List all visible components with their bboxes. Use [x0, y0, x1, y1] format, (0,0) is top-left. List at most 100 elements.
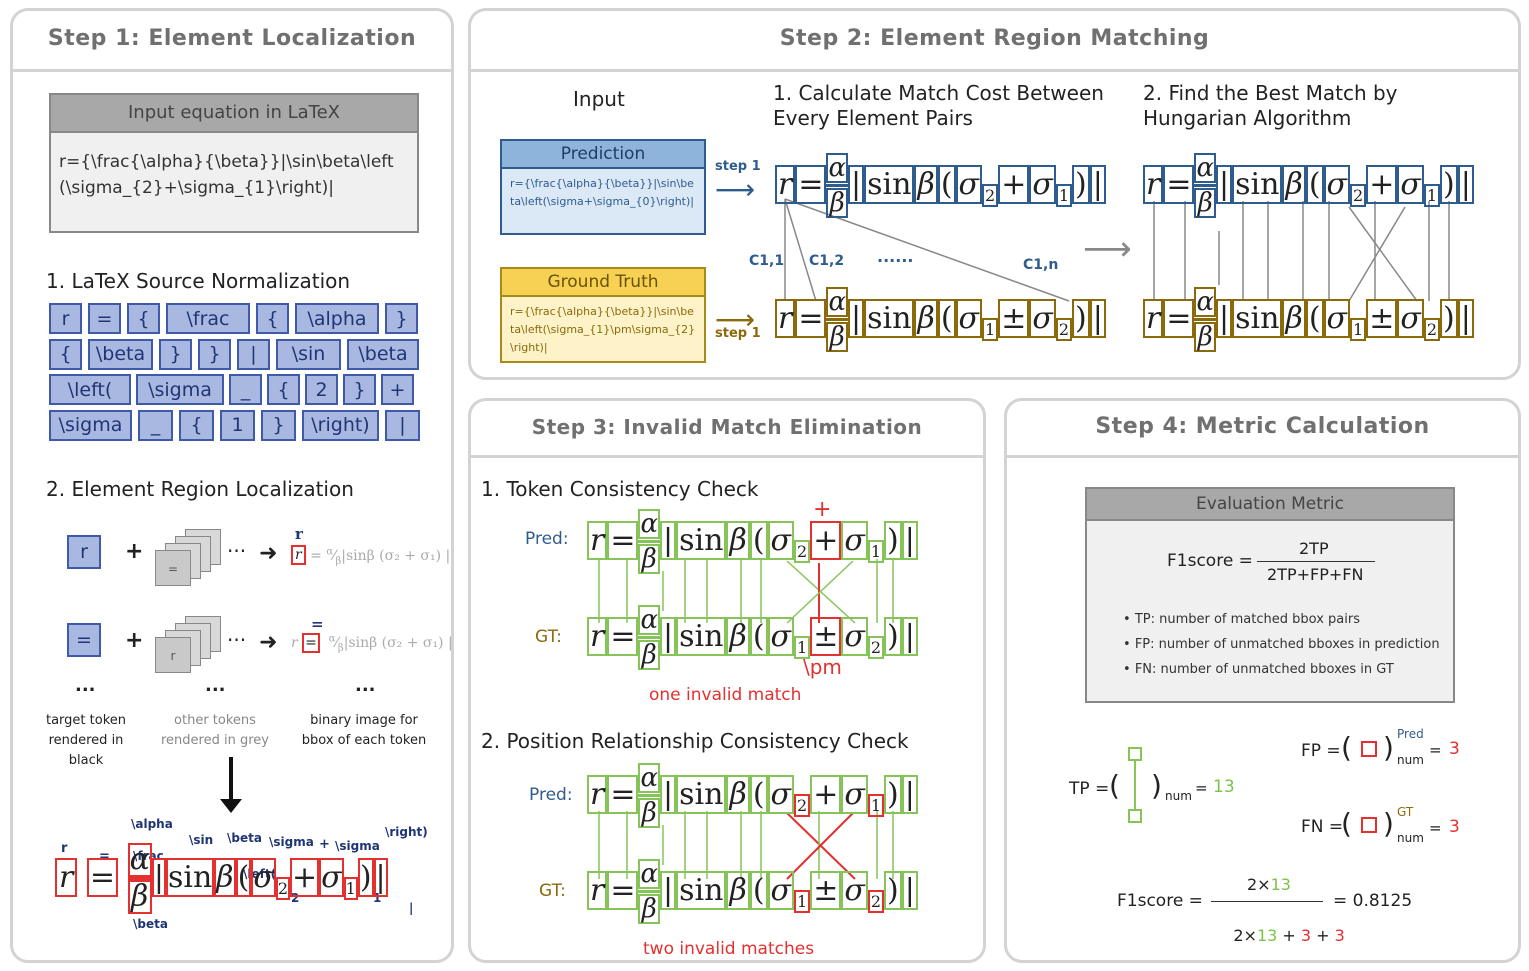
equation-token: 1	[1350, 317, 1367, 341]
input-label: Input	[573, 87, 625, 111]
fn-label: FN =	[1301, 817, 1344, 837]
equation-token: 1	[867, 539, 885, 563]
sub-heading-1: 1. Calculate Match Cost Between Every El…	[773, 81, 1104, 130]
equation-token: ±	[998, 298, 1030, 338]
token-cell: _	[138, 409, 173, 441]
groundtruth-box: Ground Truth r={\frac{\alpha}{\beta}}|\s…	[500, 267, 706, 363]
check1-heading: 1. Token Consistency Check	[481, 477, 759, 501]
final-den-c: +	[1277, 926, 1301, 945]
token-cell: \frac	[166, 303, 250, 334]
equation-token: ±	[1366, 298, 1398, 338]
f1-numerator: 2TP	[1299, 539, 1329, 558]
equation-token: |	[660, 774, 677, 814]
plus-sign-2: +	[125, 628, 144, 653]
grey-tile-label: =	[155, 550, 191, 586]
fn-sup: GT	[1397, 805, 1414, 819]
check2-heading: 2. Position Relationship Consistency Che…	[481, 729, 909, 753]
equation-token: |	[660, 870, 677, 910]
bullet-fp: • FP: number of unmatched bboxes in pred…	[1123, 637, 1440, 652]
equation-token: σ	[767, 520, 795, 560]
equation-token: (	[1305, 298, 1324, 338]
label-above: \beta	[227, 831, 262, 845]
cost-label-c11: C1,1	[749, 253, 784, 269]
tp-value: 13	[1213, 777, 1235, 797]
equation-token: 1	[1423, 183, 1441, 207]
equation-token: σ	[841, 616, 868, 656]
caption-other: other tokens rendered in grey	[161, 713, 269, 748]
equation-token: σ	[767, 616, 795, 656]
equation-token: )	[884, 520, 902, 560]
equation-token: +	[998, 164, 1030, 204]
tp-sub: num	[1165, 789, 1192, 803]
equation-token: sin	[676, 870, 727, 910]
tp-close-paren: )	[1151, 769, 1162, 802]
fp-value: 3	[1449, 739, 1460, 759]
gt-label-1: GT:	[535, 627, 562, 647]
fn-equals: =	[1429, 819, 1442, 837]
cost-c1n-text: C1,n	[1023, 257, 1059, 273]
equation-token: σ	[767, 774, 795, 814]
equation-token: )	[1440, 164, 1458, 204]
step4-title: Step 4: Metric Calculation	[1007, 401, 1518, 458]
token-cell: {	[256, 303, 289, 334]
equation-token: σ	[841, 774, 868, 814]
equation-token: r	[587, 774, 608, 814]
equation-token: r	[1143, 298, 1164, 338]
grey-tiles-2: r	[155, 616, 225, 676]
equation-token: r	[587, 870, 608, 910]
equation-token: β	[914, 298, 938, 338]
invalid-1-caption: one invalid match	[649, 685, 802, 705]
ellipsis-2: ...	[205, 675, 226, 696]
token-cell: {	[179, 409, 214, 441]
equation-token: (	[749, 520, 768, 560]
equation-token: =	[607, 774, 639, 814]
equation-token: =	[795, 164, 827, 204]
equation-token: σ	[1397, 298, 1424, 338]
fp-open-paren: (	[1341, 731, 1352, 764]
ellipsis-dots-1: ···	[227, 539, 247, 563]
token-cell: \beta	[88, 338, 153, 370]
tp-open-paren: (	[1109, 769, 1120, 802]
tp-pair-icon	[1128, 747, 1144, 823]
step1-panel: Step 1: Element Localization Input equat…	[10, 8, 454, 963]
bullet-list: • TP: number of matched bbox pairs • FP:…	[1123, 607, 1440, 682]
equation-token: r	[587, 520, 608, 560]
step1-label-pred: step 1	[715, 159, 761, 174]
label-above: \right)	[385, 825, 428, 839]
equation-token: +	[810, 520, 842, 560]
equation-token: σ	[1029, 298, 1056, 338]
arrow-right-icon-pred: ⟶	[715, 173, 756, 206]
equation-token: 1	[867, 793, 885, 817]
input-equation-latex: r={\frac{\alpha}{\beta}}|\sin\beta\left(…	[59, 152, 394, 198]
final-f1-label: F1score =	[1117, 891, 1203, 911]
equation-token: 1	[794, 635, 811, 659]
equation-token: σ	[1029, 164, 1056, 204]
equation-token: ±	[810, 616, 842, 656]
input-equation-header: Input equation in LaTeX	[51, 95, 417, 133]
step4-panel: Step 4: Metric Calculation Evaluation Me…	[1004, 398, 1521, 963]
equation-token: r	[775, 298, 796, 338]
equation-token: r	[1143, 164, 1164, 204]
equation-token: |	[1216, 164, 1233, 204]
token-cell: }	[385, 303, 418, 334]
tp-equals: =	[1195, 779, 1208, 797]
final-result: = 0.8125	[1333, 891, 1413, 911]
equation-token: |	[901, 870, 918, 910]
equation-token: 2	[982, 183, 999, 207]
token-cell: |	[237, 338, 270, 370]
equation-token: (	[749, 774, 768, 814]
token-cell: 2	[305, 374, 338, 405]
arrow-down-icon	[229, 757, 233, 803]
equation-token: r	[587, 616, 608, 656]
equation-token: |	[1089, 164, 1106, 204]
equation-token: sin	[1232, 298, 1283, 338]
equation-token: σ	[841, 520, 868, 560]
step1-title: Step 1: Element Localization	[13, 11, 451, 72]
equation-token: sin	[864, 298, 915, 338]
sub-heading-2: 2. Find the Best Match by Hungarian Algo…	[1143, 81, 1398, 130]
equation-token: β	[726, 870, 750, 910]
label-above: \sin	[189, 833, 214, 847]
